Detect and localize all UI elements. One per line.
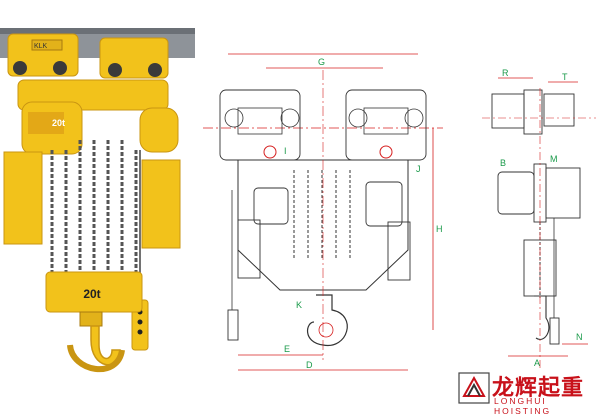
- right-chain-bag: [141, 159, 181, 249]
- label-m: M: [550, 154, 558, 164]
- side-view-drawing: R T B M N A: [482, 68, 596, 368]
- capacity-plate: 20t: [83, 287, 100, 301]
- front-hook-icon: [307, 294, 348, 346]
- logo-chinese-text: 龙辉起重: [492, 376, 585, 401]
- label-e: E: [284, 344, 290, 354]
- label-h: H: [436, 224, 443, 234]
- label-k: K: [296, 300, 302, 310]
- beam-badge: KLK: [34, 43, 48, 50]
- side-hook-icon: [534, 295, 550, 340]
- side-hoist-motor: [497, 171, 535, 215]
- label-i: I: [284, 146, 287, 156]
- front-chains: [293, 170, 351, 258]
- label-r: R: [502, 68, 509, 78]
- right-trolley-outline: [345, 89, 427, 161]
- left-trolley-outline: [219, 89, 301, 161]
- logo-english-text: LONGHUI HOISTING: [494, 396, 552, 416]
- label-n: N: [576, 332, 583, 342]
- longhui-logo: 龙辉起重 LONGHUI HOISTING: [456, 368, 600, 416]
- label-d: D: [306, 360, 313, 370]
- side-trolley-motor: [491, 93, 525, 129]
- longhui-emblem-icon: [458, 372, 490, 404]
- label-a: A: [534, 358, 540, 368]
- hoist-photo: KLK 20t 20t: [0, 28, 195, 373]
- side-pendant-outline: [549, 317, 560, 345]
- label-j: J: [416, 164, 421, 174]
- left-motor-outline: [253, 187, 289, 225]
- label-t: T: [562, 72, 568, 82]
- right-motor-outline: [365, 181, 403, 227]
- load-chains: [50, 140, 138, 272]
- pendant-outline: [227, 309, 239, 341]
- front-view-drawing: G I J K H E D: [203, 53, 443, 371]
- left-chain-bag: [3, 151, 43, 245]
- label-b: B: [500, 158, 506, 168]
- label-g: G: [318, 57, 325, 67]
- motor-plate: 20t: [52, 118, 65, 128]
- right-gearbox: [139, 107, 179, 153]
